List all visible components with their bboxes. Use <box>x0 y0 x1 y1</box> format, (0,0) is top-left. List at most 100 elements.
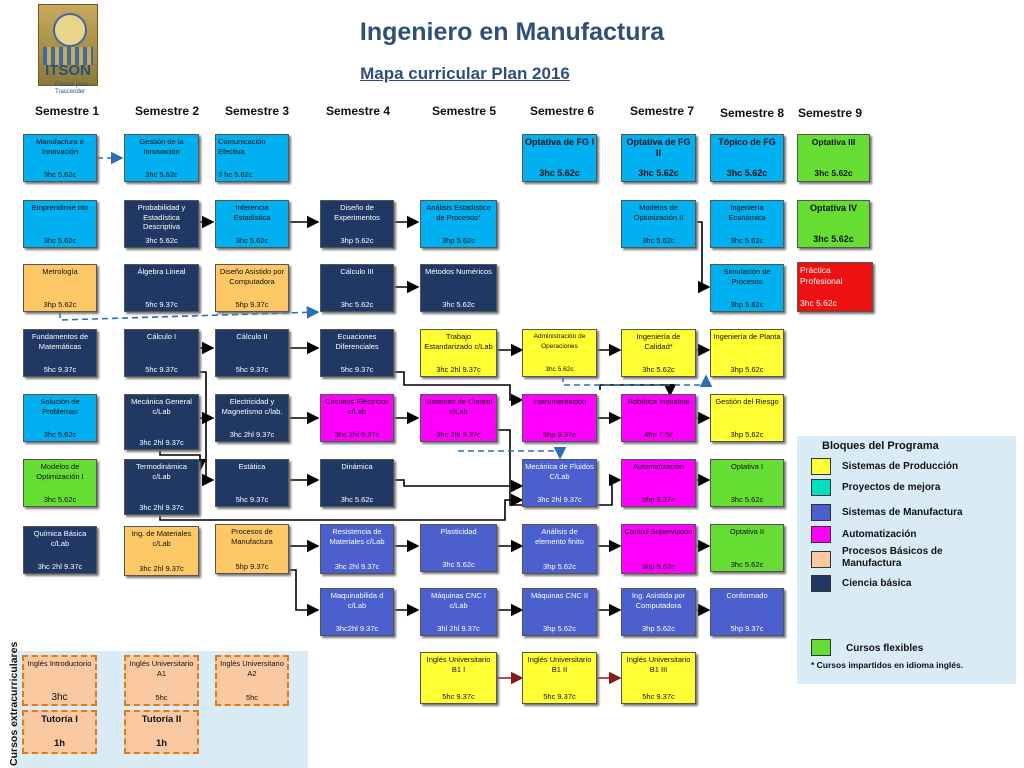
course-credits: 5hc 9.37c <box>145 299 178 309</box>
course-name: Robótica Industrial <box>627 397 690 406</box>
course-analisis-estadistico[interactable]: Análisis Estadístico de Procesos*3hp 5.6… <box>420 200 497 248</box>
arrow-termo-fluidos <box>159 493 524 521</box>
course-name: Metrología <box>42 267 78 276</box>
course-name: Métodos Numéricos <box>425 267 492 276</box>
course-credits: 5hc 9.37c <box>543 691 576 701</box>
legend-label-ciencia: Ciencia básica <box>842 578 912 589</box>
course-name: Dinámica <box>341 462 373 471</box>
course-credits: 3hc 2hl 9.37c <box>334 561 380 571</box>
course-name: Sistemas de Control c/Lab <box>424 397 493 416</box>
course-ingles-b1-2[interactable]: Inglés Universitario B1 II 5hc 9.37c <box>522 652 597 704</box>
course-name: Ingeniería de Calidad* <box>636 332 681 351</box>
course-name: Inglés Universitario B1 II <box>527 655 592 674</box>
course-diseno-experimentos[interactable]: Diseño de Experimentos 3hp 5.62c <box>320 200 394 248</box>
semester-9-header: Semestre 9 <box>798 106 863 120</box>
course-credits: 3hp 5.62c <box>442 235 475 245</box>
course-name: Maquinabilida d c/Lab <box>330 591 384 610</box>
logo-tagline: Educar para Trascender <box>55 82 88 95</box>
semester-2-header: Semestre 2 <box>135 104 200 118</box>
course-name: Comunicación Efectiva <box>218 137 266 156</box>
semester-7-header: Semestre 7 <box>630 104 695 118</box>
course-credits: 3hp 5.62c <box>543 561 576 571</box>
course-name: Práctica Profesional <box>800 265 843 286</box>
course-credits: 1h <box>155 738 168 749</box>
course-credits: 5hp 9.37c <box>235 561 269 571</box>
course-ingenieria-calidad[interactable]: Ingeniería de Calidad* 3hc 5.62c <box>621 329 696 377</box>
course-credits: 3hp 5.62c <box>340 235 374 245</box>
course-electricidad-magnetismo[interactable]: Electricidad y Magnetismo c/lab.3hc 2hl … <box>215 394 289 442</box>
course-credits: 3hc 5.62c <box>642 364 675 374</box>
course-name: Diseño de Experimentos <box>334 203 380 222</box>
course-credits: 3hp 5.62c <box>642 561 675 571</box>
legend-panel <box>797 436 1016 684</box>
course-name: Ing. Asistida por Computadora <box>631 591 686 610</box>
course-name: Ing. de Materiales c/Lab <box>131 529 192 548</box>
course-name: Gestión de la Innovación <box>139 137 184 156</box>
course-credits: 5hp 9.37c <box>543 429 576 439</box>
arrow-modelos2-simulacion <box>696 221 711 294</box>
course-name: Tópico de FG <box>718 137 776 147</box>
